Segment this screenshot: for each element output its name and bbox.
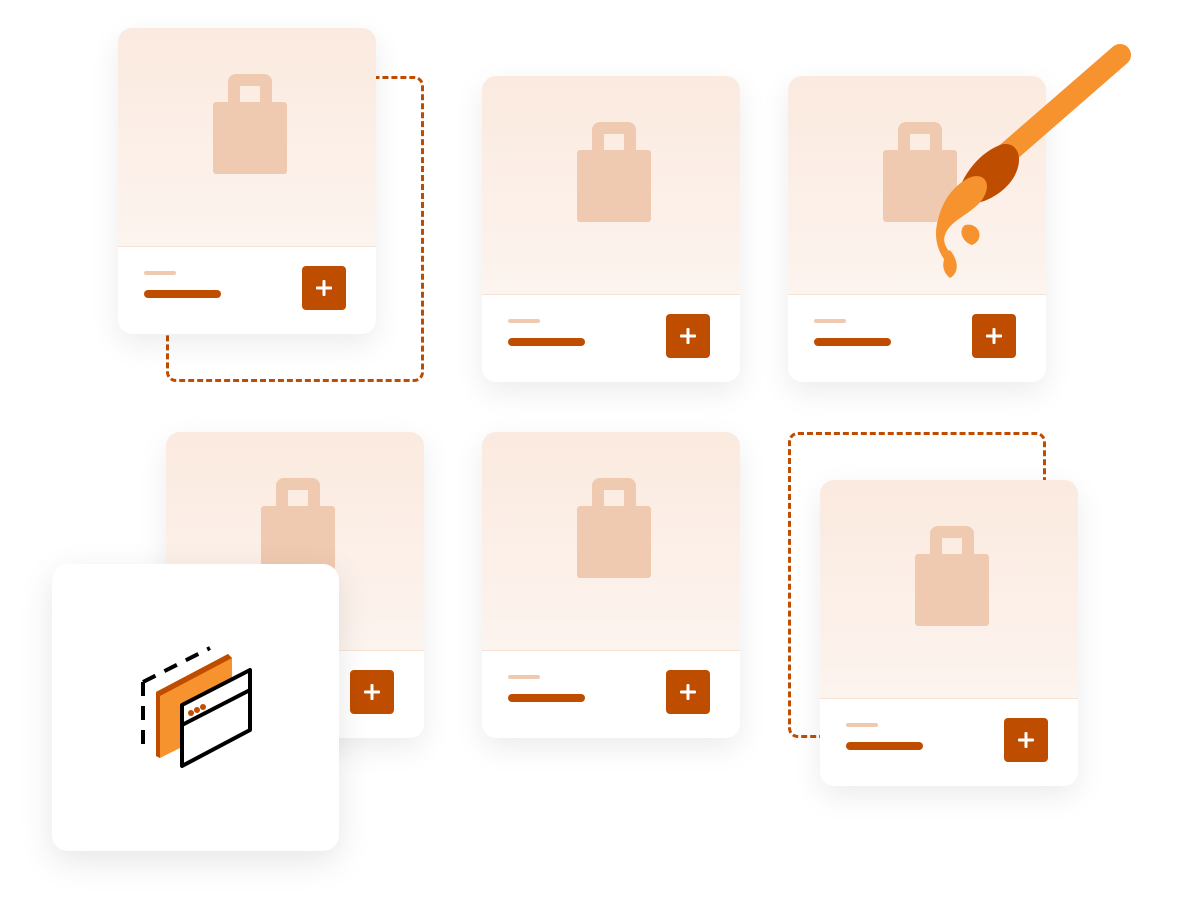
add-to-cart-button[interactable] <box>1004 718 1048 762</box>
product-card <box>482 76 740 382</box>
add-to-cart-button[interactable] <box>350 670 394 714</box>
product-title-placeholder <box>508 694 585 702</box>
product-image-placeholder <box>820 480 1078 699</box>
product-image-placeholder <box>482 76 740 295</box>
layout-feature-card <box>52 564 339 851</box>
product-card <box>820 480 1078 786</box>
product-card <box>482 432 740 738</box>
product-subtitle-placeholder <box>144 271 176 275</box>
browser-window-layers-icon <box>141 646 252 768</box>
product-subtitle-placeholder <box>846 723 878 727</box>
product-title-placeholder <box>814 338 891 346</box>
product-title-placeholder <box>846 742 923 750</box>
product-card <box>118 28 376 334</box>
product-subtitle-placeholder <box>508 675 540 679</box>
product-title-placeholder <box>144 290 221 298</box>
add-to-cart-button[interactable] <box>666 314 710 358</box>
add-to-cart-button[interactable] <box>666 670 710 714</box>
add-to-cart-button[interactable] <box>302 266 346 310</box>
product-title-placeholder <box>508 338 585 346</box>
product-image-placeholder <box>482 432 740 651</box>
paintbrush-icon <box>935 44 1131 278</box>
product-image-placeholder <box>118 28 376 247</box>
product-subtitle-placeholder <box>814 319 846 323</box>
product-subtitle-placeholder <box>508 319 540 323</box>
add-to-cart-button[interactable] <box>972 314 1016 358</box>
